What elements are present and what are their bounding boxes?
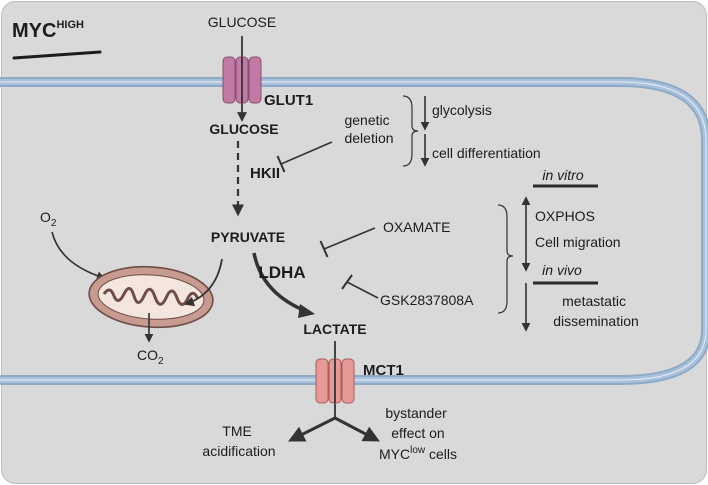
- hkii-enzyme-label: HKII: [250, 165, 280, 182]
- oxamate-inhibition: [323, 227, 376, 250]
- pyruvate-to-mitochondria-arrow: [184, 258, 223, 307]
- in-vivo-label: in vivo: [542, 262, 582, 278]
- mct1-label: MCT1: [363, 362, 404, 379]
- cell-state-title: MYCHIGH: [12, 19, 84, 42]
- glucose-outside-label: GLUCOSE: [208, 14, 276, 30]
- gsk-inhibition: [346, 281, 379, 299]
- glycolysis-label: glycolysis: [432, 102, 492, 118]
- hkii-effects-bracket: [402, 95, 419, 167]
- mitochondrion-icon: [88, 265, 214, 329]
- tme-acidification-label: TME acidification: [202, 423, 275, 459]
- cell-membrane: [0, 77, 708, 385]
- title-underline: [12, 50, 102, 60]
- glut1-label: GLUT1: [264, 92, 313, 109]
- bystander-arrow: [334, 416, 380, 442]
- glut1-channel-icon: [222, 56, 262, 104]
- glucose-inside-label: GLUCOSE: [209, 121, 278, 137]
- pyruvate-to-lactate-arrow: [252, 252, 309, 314]
- tme-arrow: [288, 416, 336, 442]
- mct1-channel-icon: [315, 358, 355, 404]
- genetic-deletion-label: genetic deletion: [344, 112, 393, 146]
- o2-entry-arrow: [51, 231, 106, 281]
- myc-low-cells-label: MYClow cells: [379, 445, 457, 462]
- co2-label: CO2: [137, 347, 164, 367]
- bystander-effect-label: bystander effect on: [385, 405, 450, 441]
- genetic-deletion-inhibition: [280, 141, 333, 165]
- metastatic-dissemination-label: metastatic dissemination: [553, 293, 639, 329]
- ldha-enzyme-label: LDHA: [258, 263, 305, 282]
- oxphos-label: OXPHOS: [535, 208, 595, 224]
- gsk2837808a-label: GSK2837808A: [380, 292, 474, 308]
- lactate-label: LACTATE: [303, 321, 366, 337]
- oxamate-label: OXAMATE: [383, 219, 450, 235]
- cell-differentiation-label: cell differentiation: [432, 145, 541, 161]
- cell-migration-label: Cell migration: [535, 234, 621, 250]
- in-vitro-label: in vitro: [542, 167, 583, 183]
- ldha-effects-bracket: [497, 204, 514, 314]
- pyruvate-label: PYRUVATE: [211, 229, 285, 245]
- o2-label: O2: [40, 209, 57, 229]
